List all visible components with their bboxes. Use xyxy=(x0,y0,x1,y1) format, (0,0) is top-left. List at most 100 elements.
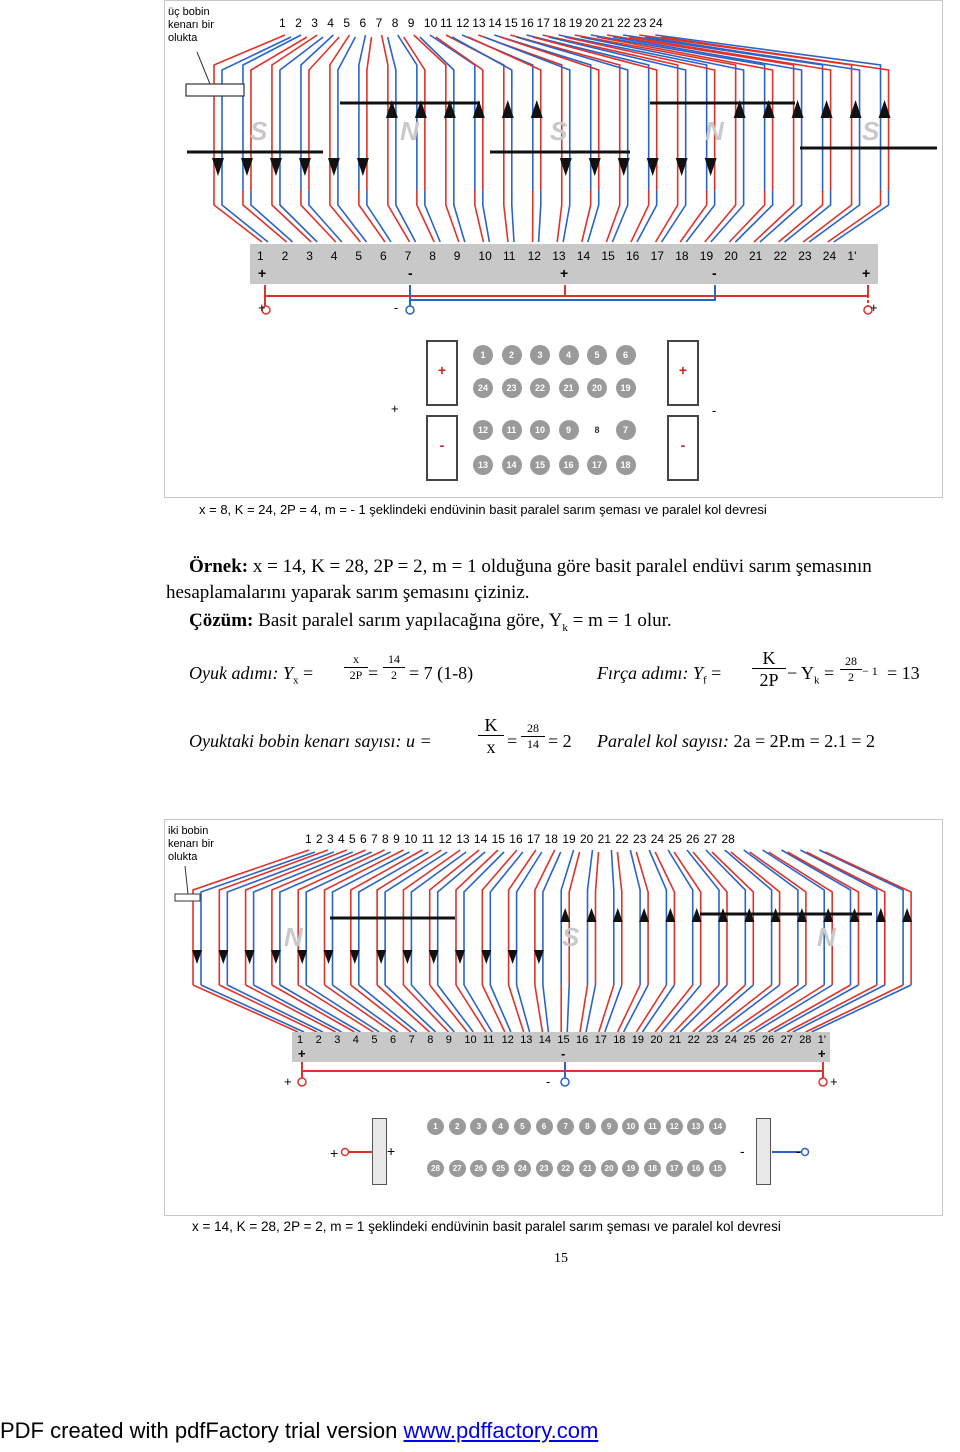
diagram2-commutator-segment: 5 xyxy=(371,1034,378,1046)
bottom-end-connection xyxy=(654,190,679,243)
bottom-end-connection xyxy=(542,984,550,1033)
brush-pitch-minus: − 1 xyxy=(862,664,878,678)
bottom-end-connection xyxy=(792,984,886,1033)
bottom-end-connection xyxy=(489,984,512,1033)
bottom-end-connection xyxy=(562,190,571,243)
top-end-connection xyxy=(800,849,878,900)
top-end-connection xyxy=(781,849,852,900)
top-end-connection xyxy=(380,34,389,90)
diagram1-circuit-segment: 12 xyxy=(473,420,493,440)
diagram2-commutator-segment: 14 xyxy=(538,1034,552,1046)
top-end-connection xyxy=(574,34,737,90)
current-arrow xyxy=(559,158,572,176)
diagram1-slot-number: 16 xyxy=(520,16,534,30)
diagram1-commutator-segment: 15 xyxy=(601,249,615,263)
top-end-connection xyxy=(534,849,556,900)
top-end-connection xyxy=(818,849,904,900)
brush-pitch-formula: Fırça adımı: Yf = xyxy=(597,663,722,687)
current-arrow xyxy=(192,950,202,964)
current-arrow xyxy=(443,100,456,118)
bottom-end-connection xyxy=(481,984,506,1033)
bottom-end-connection xyxy=(556,190,563,243)
current-arrow xyxy=(414,100,427,118)
diagram2-circuit-segment: 13 xyxy=(687,1118,705,1135)
diagram1-commutator-segment: 14 xyxy=(576,249,591,263)
bottom-end-connection xyxy=(250,190,294,243)
diagram1-commutator-segment: 3 xyxy=(306,249,313,263)
slot-pitch-formula: Oyuk adımı: Yx = xyxy=(189,663,313,687)
diagram2-circuit-sign: + xyxy=(387,1143,396,1159)
bottom-end-connection xyxy=(402,984,449,1033)
diagram2-commutator-segment: 1' xyxy=(817,1034,827,1046)
diagram1-commutator-segment: 1' xyxy=(847,249,857,263)
current-arrow xyxy=(691,908,702,922)
bottom-end-connection xyxy=(453,190,466,243)
diagram1-slot-number: 12 xyxy=(456,16,470,30)
brush-pitch-frac: K 2P xyxy=(752,648,786,691)
diagram2-commutator-segment: 12 xyxy=(501,1034,514,1046)
top-end-connection xyxy=(419,36,455,90)
bottom-end-connection xyxy=(717,984,781,1033)
bottom-end-connection xyxy=(660,984,702,1033)
diagram1-circuit-segment: 21 xyxy=(558,378,579,398)
top-end-connection xyxy=(489,851,524,900)
diagram1-note: üç bobin kenarı bir olukta xyxy=(168,6,214,44)
bottom-end-connection xyxy=(410,984,455,1033)
top-end-connection xyxy=(386,36,397,90)
top-end-connection xyxy=(606,34,795,90)
diagram2-commutator-bar xyxy=(292,1032,830,1062)
diagram1-slot-number: 4 xyxy=(327,16,334,30)
diagram1-slot-number: 20 xyxy=(584,16,599,30)
top-end-connection xyxy=(271,34,318,90)
bottom-end-connection xyxy=(416,190,435,243)
frac-den: 2P xyxy=(759,670,779,690)
top-end-connection xyxy=(548,36,687,90)
slot-pitch-frac2: 14 2 xyxy=(383,652,405,683)
diagram1-commutator-segment: 7 xyxy=(404,249,412,263)
diagram1-circuit-segment: 18 xyxy=(615,455,636,475)
diagram1-circuit-segment: 2 xyxy=(501,345,522,365)
frac-num: x xyxy=(344,652,368,668)
current-arrow xyxy=(704,158,717,176)
frac-den: 14 xyxy=(527,737,539,751)
top-end-connection xyxy=(648,849,668,900)
diagram2-circuit-segment: 5 xyxy=(513,1118,531,1135)
diagram2-commutator-sign: + xyxy=(298,1046,306,1061)
diagram1-circuit-segment: 15 xyxy=(530,455,550,475)
diagram2-commutator-segment: 13 xyxy=(520,1034,533,1046)
diagram2-circuit-segment: 20 xyxy=(600,1160,618,1177)
current-arrow xyxy=(639,908,650,922)
diagram2-circuit-segment: 24 xyxy=(513,1160,531,1177)
bottom-end-connection xyxy=(827,190,882,243)
current-arrow xyxy=(270,950,281,964)
top-end-connection xyxy=(673,851,702,900)
footer-link[interactable]: www.pdffactory.com xyxy=(403,1418,599,1443)
diagram2-circuit-segment: 8 xyxy=(578,1118,596,1135)
solution-body-b: = m = 1 olur. xyxy=(567,610,672,631)
diagram2-circuit-segment: 18 xyxy=(644,1160,661,1177)
diagram1-commutator-segment: 23 xyxy=(798,249,812,263)
top-end-connection xyxy=(358,34,367,90)
diagram1-pole-label: N xyxy=(400,116,419,146)
diagram1-commutator-sign: + xyxy=(258,265,267,281)
diagram1-slot-number: 2 xyxy=(295,16,302,30)
diagram2-commutator-segment: 2 xyxy=(315,1034,322,1046)
diagram2-commutator-segment: 24 xyxy=(724,1034,738,1046)
diagram2-circuit-segment: 28 xyxy=(427,1160,444,1177)
frac-num: 28 xyxy=(521,721,545,737)
bottom-end-connection xyxy=(735,984,807,1033)
example-body: x = 14, K = 28, 2P = 2, m = 1 olduğuna g… xyxy=(248,556,872,577)
diagram2-circuit-segment: 26 xyxy=(470,1160,488,1177)
diagram1-slot-number: 9 xyxy=(407,16,415,30)
diagram2-terminal-sign: + xyxy=(284,1074,292,1089)
top-end-connection xyxy=(564,36,716,90)
diagram1-brush: - xyxy=(426,415,458,481)
current-arrow xyxy=(481,950,492,964)
bottom-end-connection xyxy=(685,190,716,243)
top-end-connection xyxy=(455,849,499,900)
diagram1-winding xyxy=(185,34,937,315)
bottom-end-connection xyxy=(395,190,417,243)
bottom-end-connection xyxy=(358,984,418,1033)
terminal-circle xyxy=(405,305,415,315)
parallel-value: 2a = 2P.m = 2.1 = 2 xyxy=(728,731,875,751)
